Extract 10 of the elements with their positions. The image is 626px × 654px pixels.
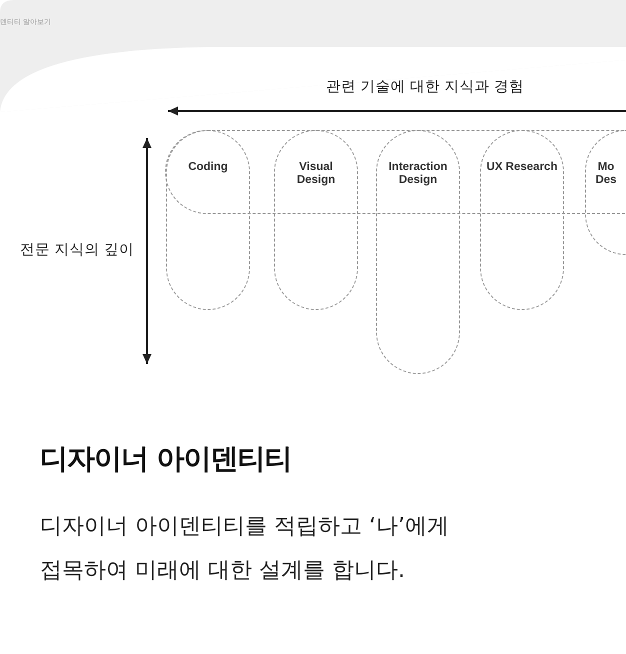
axis-label: 전문 지식의 깊이 xyxy=(20,241,134,259)
axis-label: 관련 기술에 대한 지식과 경험 xyxy=(324,78,526,96)
skill-pill: Coding xyxy=(166,130,250,310)
skill-pill: UX Research xyxy=(480,130,564,310)
dashed-band xyxy=(165,130,626,214)
section-title: 디자이너 아이덴티티 xyxy=(40,441,292,477)
skill-pill: Visual Design xyxy=(274,130,358,310)
skill-pill: Mo Des xyxy=(585,130,626,255)
skill-pill: Interaction Design xyxy=(376,130,460,374)
description-text: 디자이너 아이덴티티를 적립하고 ‘나’에게 접목하여 미래에 대한 설계를 합니다. xyxy=(40,513,450,585)
